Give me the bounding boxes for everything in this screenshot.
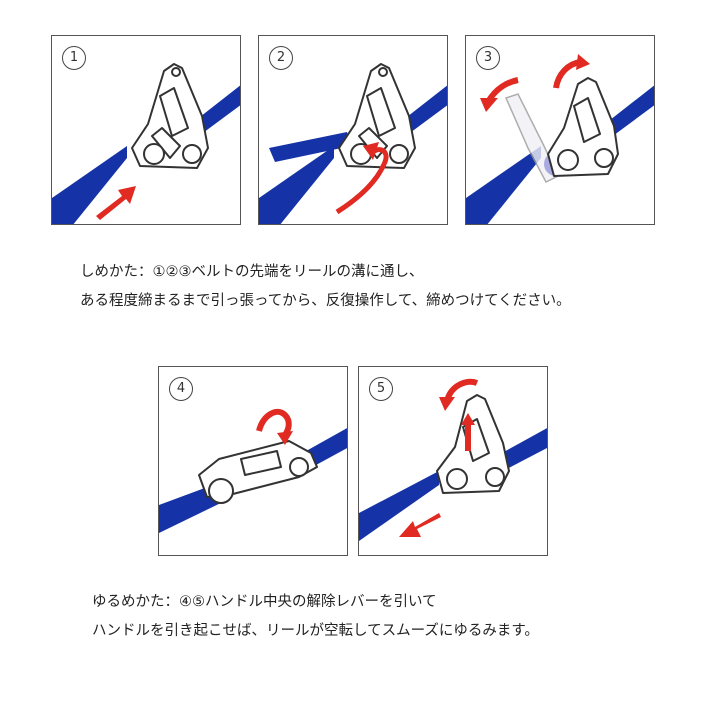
step-number-3: 3 <box>476 46 500 70</box>
ratchet-operate-illustration <box>466 54 654 224</box>
ratchet-loosen-illustration <box>359 378 547 541</box>
step-panel-1: 1 <box>51 35 241 225</box>
ratchet-thread-illustration <box>259 63 447 224</box>
step-number-5: 5 <box>369 377 393 401</box>
loosen-line-2: ハンドルを引き起こせば、リールが空転してスムーズにゆるみます。 <box>92 623 539 639</box>
tighten-instructions: しめかた：①②③ベルトの先端をリールの溝に通し、 ある程度締まるまで引っ張ってか… <box>80 258 571 316</box>
step-panel-5: 5 <box>358 366 548 556</box>
tighten-line-2: ある程度締まるまで引っ張ってから、反復操作して、締めつけてください。 <box>80 293 571 309</box>
step-number-2: 2 <box>269 46 293 70</box>
step-panel-4: 4 <box>158 366 348 556</box>
loosen-instructions: ゆるめかた：④⑤ハンドル中央の解除レバーを引いて ハンドルを引き起こせば、リール… <box>92 588 539 646</box>
step-number-1: 1 <box>62 46 86 70</box>
loosen-line-1: ゆるめかた：④⑤ハンドル中央の解除レバーを引いて <box>92 594 437 610</box>
ratchet-insert-illustration <box>52 63 240 224</box>
step-panel-2: 2 <box>258 35 448 225</box>
tighten-line-1: しめかた：①②③ベルトの先端をリールの溝に通し、 <box>80 264 424 280</box>
step-panel-3: 3 <box>465 35 655 225</box>
ratchet-release-illustration <box>159 408 347 533</box>
step-number-4: 4 <box>169 377 193 401</box>
